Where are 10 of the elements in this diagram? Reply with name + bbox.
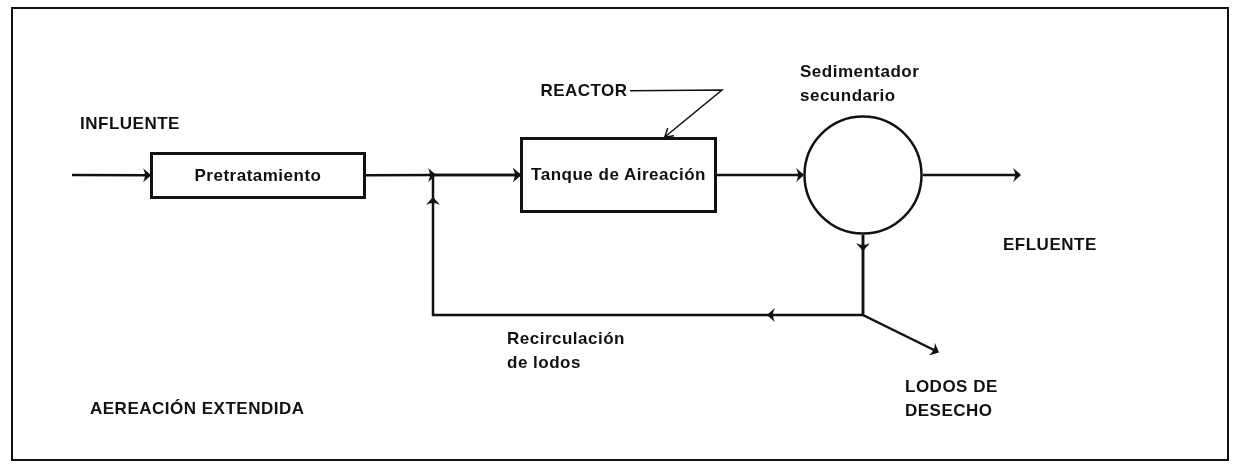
flow-label: EFLUENTE — [1003, 234, 1098, 256]
flow-label: LODOS DE DESECHO — [905, 376, 999, 422]
process-box: Pretratamiento — [150, 152, 366, 199]
node-caption: Sedimentador secundario — [800, 61, 921, 107]
diagram-label: AEREACIÓN EXTENDIDA — [90, 398, 306, 420]
leader-line — [629, 89, 725, 138]
process-box: Tanque de Aireación — [520, 137, 717, 213]
component-label: REACTOR — [538, 78, 630, 104]
flow-label: INFLUENTE — [80, 113, 181, 135]
clarifier-circle — [803, 115, 923, 235]
